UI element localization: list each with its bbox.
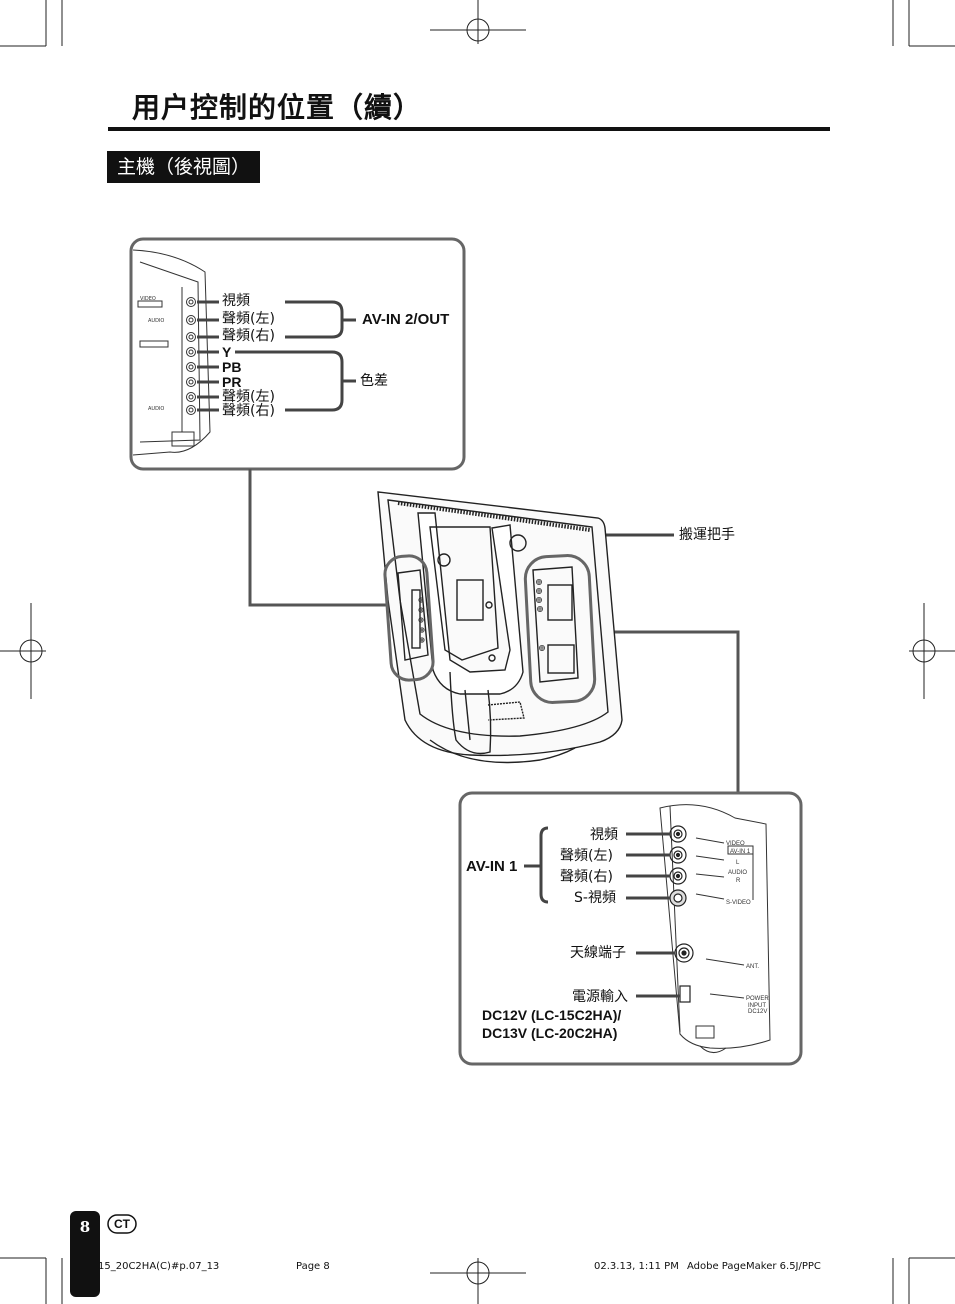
bottom-panel-frame (458, 791, 803, 1066)
title-rule (108, 127, 830, 131)
top-jack-center (188, 407, 194, 413)
top-panel-frame (129, 237, 466, 471)
top-label-pr: PR (222, 374, 242, 390)
page-number: 8 (79, 1218, 91, 1236)
power-label: 電源輸入 (572, 989, 628, 1005)
top-panel-jacks (186, 297, 196, 415)
monitor-right-jack-center (537, 580, 541, 584)
bottom-panel-device (659, 804, 771, 1053)
top-jack (186, 297, 196, 307)
mark-power: POWER (746, 996, 769, 1002)
footer-date: 02.3.13, 1:11 PM (594, 1261, 679, 1272)
av1-label-audio-r: 聲頻(右) (560, 869, 613, 885)
monitor-left-jack (418, 607, 424, 613)
top-label-comp-audio-l: 聲頻(左) (222, 389, 275, 405)
antenna-label: 天線端子 (570, 945, 626, 961)
top-label-comp-audio-r: 聲頻(右) (222, 403, 275, 419)
monitor-right-jack (536, 597, 543, 604)
mark-l: L (736, 860, 740, 866)
mark-r: R (736, 878, 741, 884)
av1-label-audio-l: 聲頻(左) (560, 848, 613, 864)
footer-file: 15_20C2HA(C)#p.07_13 (98, 1261, 220, 1272)
monitor-right-jack-center (537, 589, 541, 593)
monitor-right-jack (536, 579, 543, 586)
top-connector (248, 469, 398, 607)
svg-text:VIDEO: VIDEO (140, 296, 156, 302)
footer-page: Page 8 (296, 1261, 330, 1272)
lang-badge-frame (107, 1214, 137, 1234)
monitor-left-jack-center (419, 618, 423, 622)
monitor-left-jack (418, 597, 424, 603)
group-component: 色差 (360, 373, 388, 389)
top-jack-center (188, 364, 194, 370)
monitor-right-jack (537, 606, 544, 613)
bottom-panel-jacks (669, 825, 694, 1003)
monitor-left-jack-center (419, 598, 423, 602)
bottom-panel-marks: VIDEO AV-IN 1 L AUDIO R S-VIDEO ANT. POW… (726, 841, 769, 1015)
top-jack-center (188, 394, 194, 400)
monitor-left-jacks (418, 597, 425, 643)
av1-label-video: 視頻 (590, 827, 618, 843)
monitor-highlight-rings (383, 554, 597, 704)
mark-audio: AUDIO (728, 870, 747, 876)
monitor-rear (377, 491, 623, 764)
mark-s-video: S-VIDEO (726, 900, 751, 906)
page-title: 用户控制的位置（續） (132, 91, 423, 124)
monitor-right-jack (539, 645, 546, 652)
svg-text:AUDIO: AUDIO (148, 318, 164, 324)
lang-badge: CT (114, 1217, 130, 1231)
bottom-connector (592, 630, 740, 793)
mark-dc12v: DC12V (748, 1009, 767, 1015)
monitor-left-jack (419, 637, 425, 643)
bottom-leader-lines (524, 826, 680, 998)
monitor-left-jack-center (420, 638, 424, 642)
monitor-right-jack-center (538, 607, 542, 611)
handle-label: 搬運把手 (679, 527, 735, 543)
top-jack-center (188, 349, 194, 355)
power-spec-15: DC12V (LC-15C2HA)/ (482, 1007, 622, 1023)
top-jack-center (188, 299, 194, 305)
top-leader-lines (197, 300, 356, 412)
top-label-y: Y (222, 344, 232, 360)
top-jack (186, 332, 196, 342)
monitor-left-jack-center (420, 628, 424, 632)
top-jack (186, 392, 196, 402)
top-panel-device: VIDEO AUDIO AUDIO (132, 249, 211, 456)
monitor-left-jack (419, 627, 425, 633)
group-av-in-1: AV-IN 1 (466, 858, 518, 875)
footer-app: Adobe PageMaker 6.5J/PPC (687, 1261, 821, 1272)
top-jack (186, 347, 196, 357)
power-spec-20: DC13V (LC-20C2HA) (482, 1025, 618, 1041)
top-label-audio-r: 聲頻(右) (222, 328, 275, 344)
top-jack (186, 362, 196, 372)
top-jack-center (188, 317, 194, 323)
svg-text:AUDIO: AUDIO (148, 406, 164, 412)
monitor-right-jack-center (537, 598, 541, 602)
av1-label-s-video: S-視頻 (574, 890, 616, 906)
monitor-right-jacks (536, 579, 546, 652)
top-jack-center (188, 334, 194, 340)
mark-av-in-1: AV-IN 1 (730, 849, 751, 855)
mark-input: INPUT (748, 1003, 766, 1009)
top-jack (186, 377, 196, 387)
top-jack (186, 405, 196, 415)
mark-video: VIDEO (726, 841, 745, 847)
top-jack (186, 315, 196, 325)
monitor-right-jack (536, 588, 543, 595)
monitor-right-jack-center (540, 646, 544, 650)
monitor-left-jack-center (419, 608, 423, 612)
top-label-video: 視頻 (222, 293, 250, 309)
page-tab (70, 1211, 100, 1297)
top-label-pb: PB (222, 359, 242, 375)
top-jack-center (188, 379, 194, 385)
monitor-left-jack (418, 617, 424, 623)
section-heading: 主機（後視圖） (107, 151, 261, 183)
mark-ant: ANT. (746, 964, 759, 970)
group-av-in-2-out: AV-IN 2/OUT (362, 311, 450, 328)
top-label-audio-l: 聲頻(左) (222, 311, 275, 327)
